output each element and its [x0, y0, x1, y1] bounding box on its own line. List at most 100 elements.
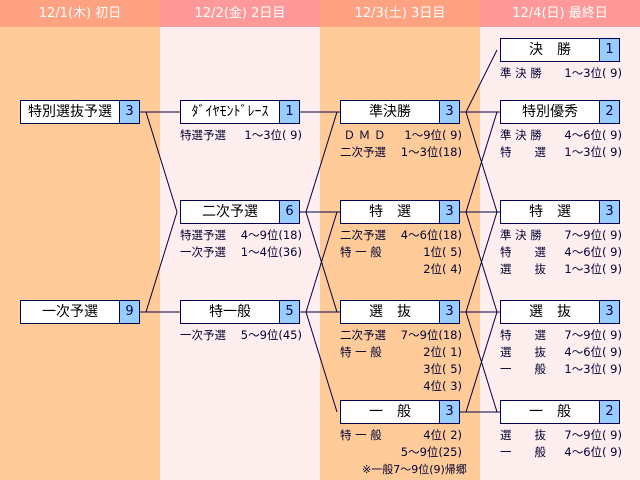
race-box[interactable]: 一次予選 9 [20, 300, 140, 324]
race-name: ﾀﾞｲﾔﾓﾝﾄﾞﾚｰｽ [191, 104, 269, 120]
race-count: 9 [119, 301, 139, 323]
qualifier-source: 二次予選 [340, 228, 386, 242]
qualifier-row: 3位( 5) [340, 361, 462, 378]
race-count: 3 [439, 401, 459, 423]
qualifier-row: 特選予選 1〜3位( 9) [180, 127, 302, 144]
connector-line [465, 49, 498, 113]
qualifier-rank: 2位( 1) [423, 345, 462, 359]
day-column: 12/2(金) 2日目 [160, 0, 320, 480]
race-box[interactable]: 決 勝 1 [500, 38, 620, 62]
race-box[interactable]: 選 抜 3 [340, 300, 460, 324]
qualifier-source: Ｄ Ｍ Ｄ [340, 128, 386, 142]
connector-line [305, 211, 338, 313]
qualifier-source: 選 抜 [500, 345, 546, 359]
qualifier-source: 特 選 [500, 328, 546, 342]
race-count: 3 [119, 101, 139, 123]
qualifier-row: 2位( 4) [340, 261, 462, 278]
qualifier-source: 特 一 般 [340, 345, 382, 359]
connector-line [145, 211, 178, 313]
race-name: 準決勝 [369, 104, 411, 120]
qualifier-rank: 1〜3位( 9) [564, 145, 622, 159]
race-box[interactable]: ﾀﾞｲﾔﾓﾝﾄﾞﾚｰｽ 1 [180, 100, 300, 124]
qualifier-row: 二次予選 4〜6位(18) [340, 227, 462, 244]
qualifier-rank: 1〜3位( 9) [564, 362, 622, 376]
day-header: 12/4(日) 最終日 [480, 0, 640, 27]
connector-line [465, 111, 498, 213]
race-count: 3 [599, 301, 619, 323]
race-box[interactable]: 選 抜 3 [500, 300, 620, 324]
race-name: 選 抜 [369, 304, 411, 320]
connector-line [145, 111, 178, 213]
footnote: ※一般7〜9位(9)帰郷 [362, 463, 467, 476]
qualifier-rank: 1位( 5) [423, 245, 462, 259]
race-box[interactable]: 一 般 3 [340, 400, 460, 424]
qualifier-source: 特選予選 [180, 228, 226, 242]
qualifier-source: 特選予選 [180, 128, 226, 142]
qualifier-rank: 2位( 4) [423, 262, 462, 276]
qualifier-row: Ｄ Ｍ Ｄ 1〜9位( 9) [340, 127, 462, 144]
qualifier-rank: 7〜9位( 9) [564, 428, 622, 442]
qualifier-source: 選 抜 [500, 428, 546, 442]
race-count: 5 [279, 301, 299, 323]
qualifier-source: 一 般 [500, 362, 546, 376]
race-name: 選 抜 [529, 304, 571, 320]
qualifier-rank: 5〜9位(45) [240, 328, 302, 342]
qualifier-rank: 4〜6位( 9) [564, 128, 622, 142]
day-column: 12/1(木) 初日 [0, 0, 160, 480]
connector-line [305, 111, 338, 213]
qualifier-rank: 4〜9位(18) [240, 228, 302, 242]
qualifier-rank: 1〜3位(18) [400, 145, 462, 159]
qualifier-rank: 4〜6位( 9) [564, 245, 622, 259]
race-count: 3 [439, 201, 459, 223]
qualifier-rank: 1〜3位( 9) [244, 128, 302, 142]
qualifier-source: 特 選 [500, 245, 546, 259]
qualifier-source: 特 一 般 [340, 428, 382, 442]
race-name: 決 勝 [529, 42, 571, 58]
qualifier-row: 特 選 4〜6位( 9) [500, 244, 622, 261]
qualifier-rank: 7〜9位( 9) [564, 228, 622, 242]
race-count: 1 [599, 39, 619, 61]
race-count: 6 [279, 201, 299, 223]
qualifier-source: 一次予選 [180, 245, 226, 259]
race-box[interactable]: 特別選抜予選 3 [20, 100, 140, 124]
qualifier-row: 一次予選 5〜9位(45) [180, 327, 302, 344]
qualifier-row: 選 抜 7〜9位( 9) [500, 427, 622, 444]
race-name: 特別優秀 [522, 104, 578, 120]
qualifier-source: 二次予選 [340, 145, 386, 159]
race-box[interactable]: 特 選 3 [500, 200, 620, 224]
qualifier-rank: 4〜6位(18) [400, 228, 462, 242]
qualifier-source: 特 選 [500, 145, 546, 159]
qualifier-row: 特 一 般 2位( 1) [340, 344, 462, 361]
qualifier-row: 5〜9位(25) [340, 444, 462, 461]
race-count: 3 [439, 101, 459, 123]
race-name: 特 選 [529, 204, 571, 220]
race-name: 一 般 [369, 404, 411, 420]
race-count: 1 [279, 101, 299, 123]
race-box[interactable]: 準決勝 3 [340, 100, 460, 124]
qualifier-source: 一次予選 [180, 328, 226, 342]
qualifier-rank: 4位( 2) [423, 428, 462, 442]
qualifier-rank: 4〜6位( 9) [564, 445, 622, 459]
qualifier-rank: 1〜9位( 9) [404, 128, 462, 142]
race-count: 3 [599, 201, 619, 223]
race-name: 一次予選 [42, 304, 98, 320]
race-name: 特別選抜予選 [28, 104, 112, 120]
race-count: 3 [439, 301, 459, 323]
day-header: 12/2(金) 2日目 [160, 0, 320, 27]
connector-line [305, 311, 338, 413]
qualifier-row: 特 選 1〜3位( 9) [500, 144, 622, 161]
